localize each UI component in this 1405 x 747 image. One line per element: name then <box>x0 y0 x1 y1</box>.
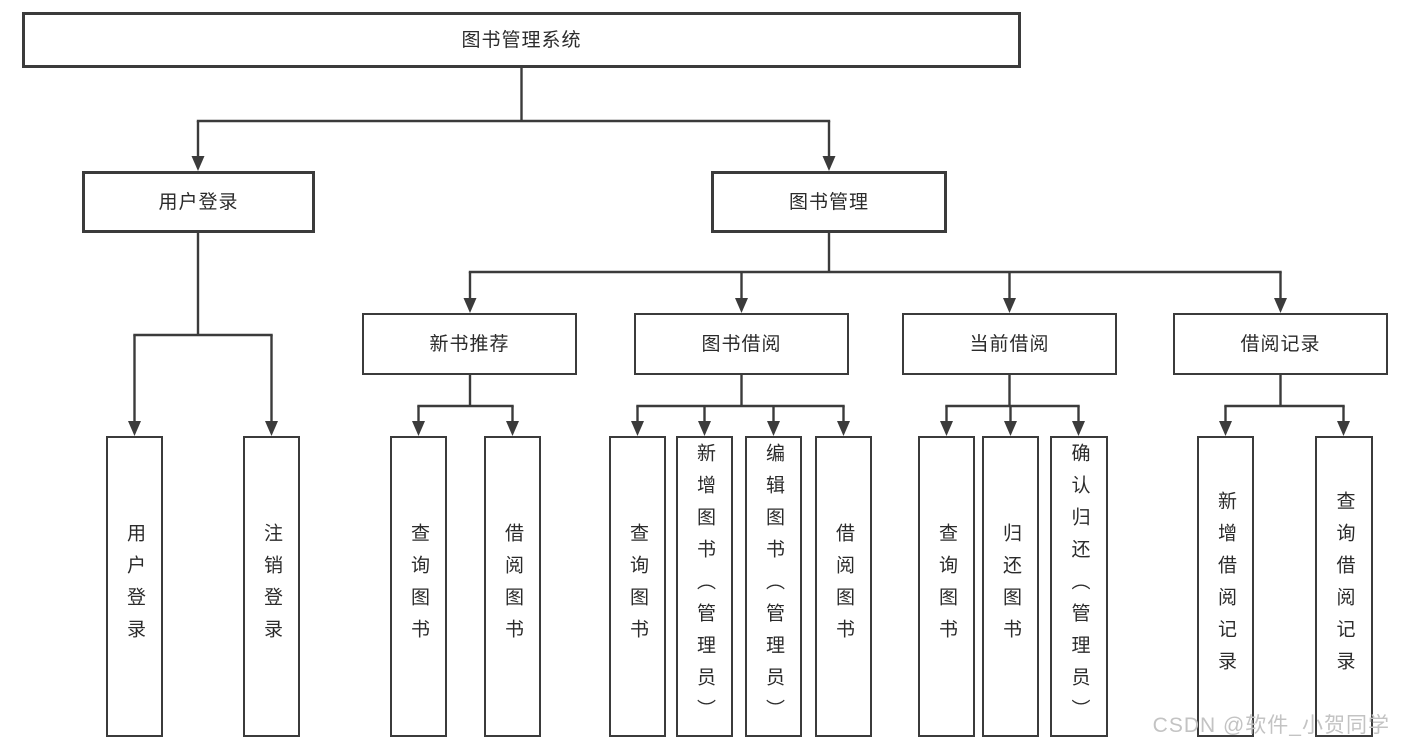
node-book-management: 图书管理 <box>711 171 947 233</box>
node-current-borrowing: 当前借阅 <box>902 313 1117 375</box>
node-borrowing-records: 借阅记录 <box>1173 313 1388 375</box>
node-borrowing-edit-books-admin: 编辑图书（管理员） <box>745 436 802 737</box>
node-label: 借阅图书 <box>833 522 854 651</box>
node-label: 归还图书 <box>1000 522 1021 651</box>
node-label: 借阅图书 <box>502 522 523 651</box>
node-recommend-borrow-books: 借阅图书 <box>484 436 541 737</box>
csdn-watermark: CSDN @软件_小贺同学 <box>1152 714 1390 737</box>
node-records-query-record: 查询借阅记录 <box>1315 436 1373 737</box>
node-user-login: 用户登录 <box>82 171 315 233</box>
node-label: 新增图书（管理员） <box>694 442 715 731</box>
node-label: 新增借阅记录 <box>1215 490 1236 683</box>
node-borrowing-add-books-admin: 新增图书（管理员） <box>676 436 733 737</box>
node-label: 图书管理系统 <box>461 29 582 51</box>
node-label: 图书管理 <box>788 191 869 213</box>
node-label: 查询图书 <box>627 522 648 651</box>
node-borrowing-borrow-books: 借阅图书 <box>815 436 872 737</box>
node-label: 查询借阅记录 <box>1333 490 1355 683</box>
node-new-book-recommend: 新书推荐 <box>362 313 577 375</box>
node-current-return-books: 归还图书 <box>982 436 1039 737</box>
node-recommend-query-books: 查询图书 <box>390 436 447 737</box>
node-book-borrowing: 图书借阅 <box>634 313 849 375</box>
node-user-login-action: 用户登录 <box>106 436 163 737</box>
node-borrowing-query-books: 查询图书 <box>609 436 666 737</box>
node-label: 确认归还（管理员） <box>1068 442 1090 731</box>
node-label: 新书推荐 <box>429 333 510 355</box>
node-label: 注销登录 <box>261 522 282 651</box>
node-records-add-record: 新增借阅记录 <box>1197 436 1254 737</box>
node-logout: 注销登录 <box>243 436 300 737</box>
node-library-management-system: 图书管理系统 <box>22 12 1021 68</box>
node-label: 编辑图书（管理员） <box>763 442 784 731</box>
node-label: 查询图书 <box>408 522 429 651</box>
node-current-confirm-return-admin: 确认归还（管理员） <box>1050 436 1108 737</box>
node-label: 查询图书 <box>936 522 957 651</box>
node-label: 图书借阅 <box>701 333 782 355</box>
node-label: 用户登录 <box>124 522 145 651</box>
node-label: 当前借阅 <box>969 333 1050 355</box>
node-label: 用户登录 <box>158 191 239 213</box>
node-current-query-books: 查询图书 <box>918 436 975 737</box>
node-label: 借阅记录 <box>1240 333 1321 355</box>
